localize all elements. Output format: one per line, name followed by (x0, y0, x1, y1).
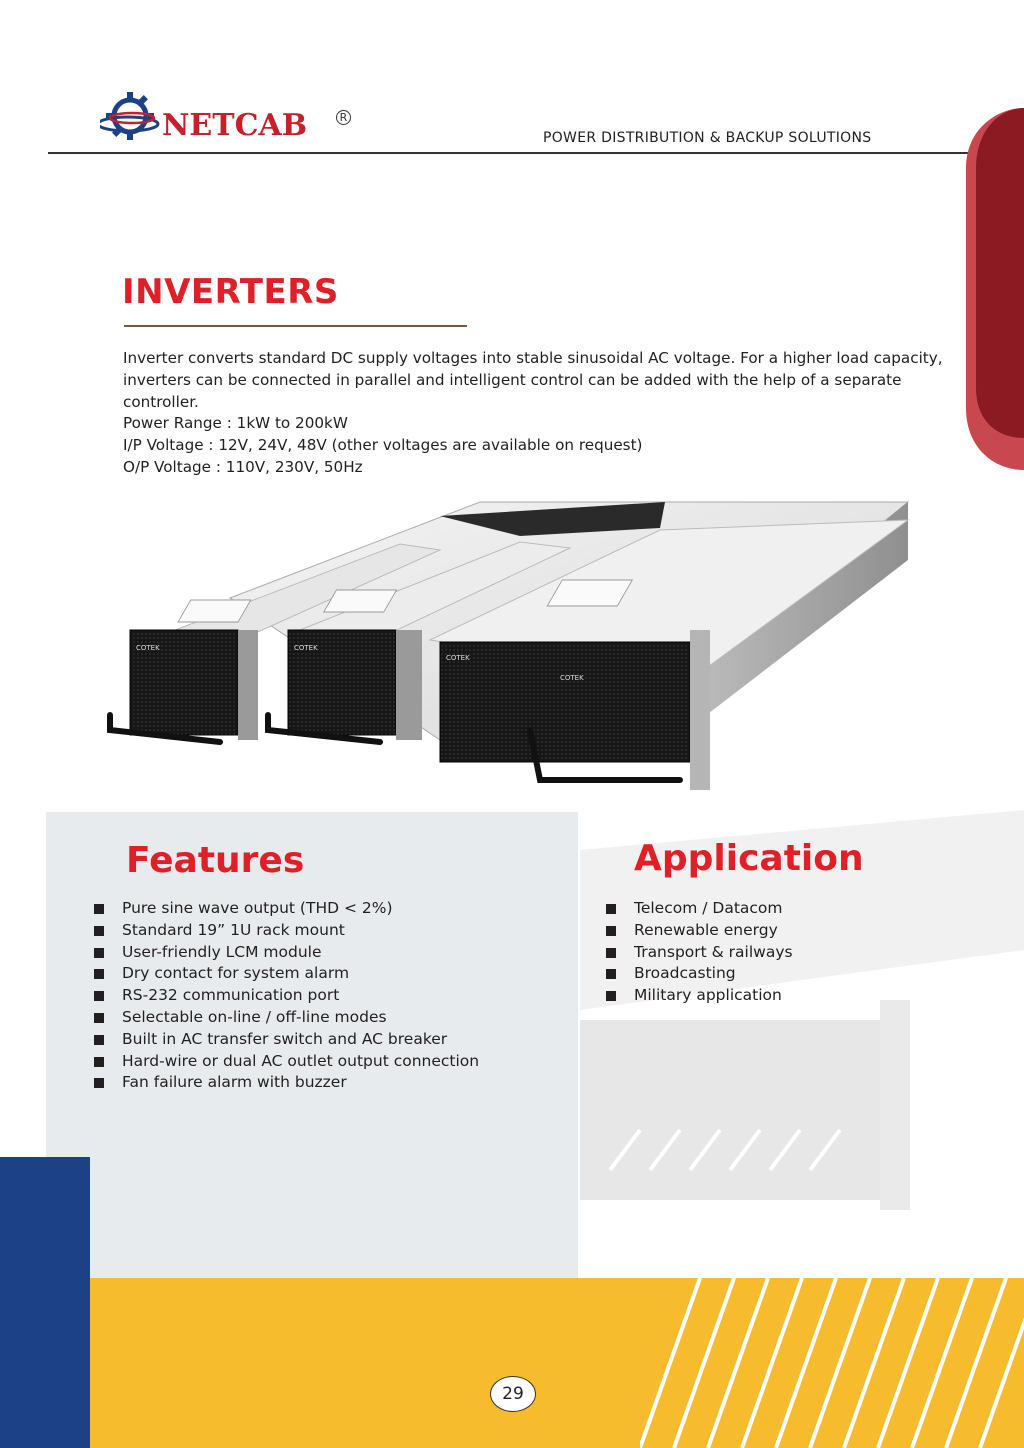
list-item: Fan failure alarm with buzzer (94, 1072, 479, 1094)
intro-op-voltage: O/P Voltage : 110V, 230V, 50Hz (123, 457, 363, 476)
list-item: Built in AC transfer switch and AC break… (94, 1029, 479, 1051)
application-list: Telecom / Datacom Renewable energy Trans… (606, 898, 793, 1007)
bullet-square-icon (94, 1056, 104, 1067)
bullet-square-icon (94, 969, 104, 980)
features-panel (46, 812, 578, 1282)
bullet-square-icon (606, 947, 616, 958)
inverter-rack-image: COTEK COTEK COTEK COTEK (107, 501, 910, 790)
module-brand-label: COTEK (294, 644, 318, 652)
bullet-square-icon (94, 1012, 104, 1023)
list-item: Dry contact for system alarm (94, 963, 479, 985)
list-item: Military application (606, 985, 793, 1007)
intro-description: Inverter converts standard DC supply vol… (123, 349, 943, 411)
registered-mark: R (336, 110, 351, 125)
intro-ip-voltage: I/P Voltage : 12V, 24V, 48V (other volta… (123, 436, 643, 455)
list-item: User-friendly LCM module (94, 942, 479, 964)
bullet-square-icon (94, 1034, 104, 1045)
bullet-square-icon (94, 925, 104, 936)
list-item: Selectable on-line / off-line modes (94, 1007, 479, 1029)
list-item: Transport & railways (606, 942, 793, 964)
module-brand-label: COTEK (446, 654, 470, 662)
bullet-square-icon (94, 1078, 104, 1089)
list-item: Broadcasting (606, 963, 793, 985)
footer-blue-block (0, 1157, 90, 1448)
features-list: Pure sine wave output (THD < 2%) Standar… (94, 898, 479, 1094)
faded-product-background (580, 810, 1024, 1210)
application-heading: Application (634, 838, 864, 879)
bullet-square-icon (94, 947, 104, 958)
bullet-square-icon (606, 991, 616, 1002)
bullet-square-icon (94, 904, 104, 914)
side-tab-decoration (966, 108, 1024, 470)
list-item: Hard-wire or dual AC outlet output conne… (94, 1051, 479, 1073)
list-item: RS-232 communication port (94, 985, 479, 1007)
bullet-square-icon (606, 969, 616, 980)
intro-text: Inverter converts standard DC supply vol… (123, 348, 953, 479)
netcab-logo-icon (100, 92, 160, 140)
bullet-square-icon (606, 904, 616, 914)
title-underline (124, 325, 467, 327)
brand-name: NETCAB (162, 108, 308, 143)
page-number: 29 (490, 1376, 536, 1412)
list-item: Standard 19” 1U rack mount (94, 920, 479, 942)
list-item: Pure sine wave output (THD < 2%) (94, 898, 479, 920)
footer-stripe-pattern (640, 1278, 1024, 1448)
list-item: Telecom / Datacom (606, 898, 793, 920)
intro-power-range: Power Range : 1kW to 200kW (123, 414, 348, 433)
features-heading: Features (126, 840, 305, 881)
bullet-square-icon (94, 991, 104, 1002)
header-tagline: POWER DISTRIBUTION & BACKUP SOLUTIONS (543, 130, 872, 146)
module-brand-label: COTEK (136, 644, 160, 652)
header-divider (48, 152, 973, 154)
bullet-square-icon (606, 925, 616, 936)
module-brand-label: COTEK (560, 674, 584, 682)
page-title: INVERTERS (122, 272, 339, 312)
list-item: Renewable energy (606, 920, 793, 942)
